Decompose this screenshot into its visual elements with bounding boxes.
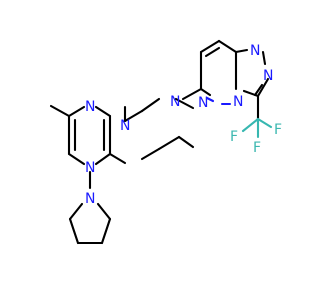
bond-methyl xyxy=(49,104,71,118)
bond xyxy=(140,147,161,161)
bond xyxy=(256,117,273,129)
bond xyxy=(204,46,221,58)
bond xyxy=(123,109,144,123)
triazole-ring xyxy=(234,48,273,139)
bond xyxy=(94,105,112,118)
atom-label-f: F xyxy=(253,140,261,156)
bond xyxy=(108,152,127,165)
bond xyxy=(157,135,181,151)
bond xyxy=(174,97,195,110)
bond xyxy=(181,87,203,101)
pyrimidine-ring xyxy=(49,104,127,190)
bond xyxy=(94,152,112,166)
bond xyxy=(242,89,260,98)
atom-label-n: N xyxy=(85,191,95,207)
structure-diagram: N N N N N N N N N F F F xyxy=(49,39,282,245)
bond xyxy=(68,202,84,221)
bond xyxy=(256,77,270,98)
atom-label-n: N xyxy=(233,94,243,110)
atom-label-n: N xyxy=(120,118,130,134)
bond xyxy=(96,202,112,221)
bond xyxy=(177,135,195,149)
piperazine-ring xyxy=(123,87,203,161)
atom-label-f: F xyxy=(274,122,282,138)
atom-label-n: N xyxy=(170,94,180,110)
bond xyxy=(67,152,86,166)
bond xyxy=(199,87,212,97)
pyrrolidine-ring xyxy=(68,202,112,245)
bond xyxy=(68,217,80,245)
pyridazine-ring xyxy=(199,39,238,106)
molecule-canvas: N N N N N N N N N F F F xyxy=(49,39,282,245)
bond xyxy=(205,96,215,103)
bond xyxy=(234,48,249,54)
atom-labels: N N N N N N N N N F F F xyxy=(85,43,282,207)
bond xyxy=(100,217,112,245)
bond xyxy=(261,50,267,66)
atom-label-n: N xyxy=(250,43,260,59)
atom-label-n: N xyxy=(85,99,95,115)
bond xyxy=(140,97,161,113)
bond xyxy=(199,39,221,54)
atom-label-f: F xyxy=(230,129,238,145)
atom-label-n: N xyxy=(198,95,208,111)
bond xyxy=(241,117,260,133)
bond xyxy=(253,83,264,97)
atom-label-n: N xyxy=(85,160,95,176)
bond xyxy=(217,39,238,54)
atom-label-n: N xyxy=(263,68,273,84)
bond xyxy=(67,105,86,118)
